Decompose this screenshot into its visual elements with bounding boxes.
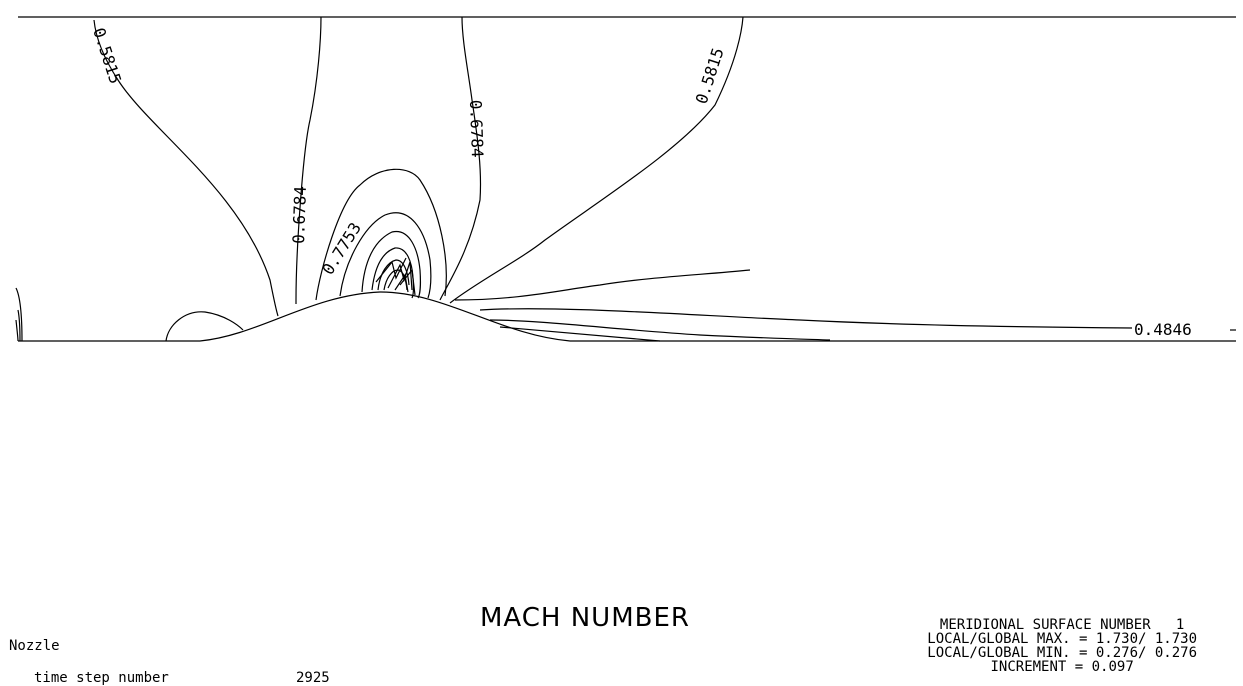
label-0-6784-left: 0.6784 (289, 186, 310, 244)
contour-wake-2 (479, 308, 1133, 329)
mach-contour-plot: 0.5815 0.5815 0.6784 0.6784 0.7753 0.484… (15, 16, 1236, 342)
contour-0-5815-left (93, 19, 279, 317)
summary-max: LOCAL/GLOBAL MAX. = 1.730/ 1.730 (927, 631, 1197, 647)
time-step-value: 2925 (296, 670, 330, 686)
contour-wake-1 (454, 269, 751, 301)
contour-0-6784-left (295, 16, 322, 304)
shock-cluster (375, 257, 416, 296)
time-step-label: time step number (34, 670, 169, 686)
contour-0-7753 (315, 168, 447, 301)
summary-surface: MERIDIONAL SURFACE NUMBER 1 (939, 617, 1185, 633)
case-name: Nozzle (9, 638, 60, 654)
contour-wake-3 (489, 319, 831, 341)
contour-0-5815-right (449, 16, 744, 304)
label-0-5815-right: 0.5815 (692, 45, 728, 106)
contour-inner-3 (371, 247, 415, 299)
contour-foot-bubble (165, 311, 244, 342)
contour-inner-2 (361, 231, 421, 299)
label-0-5815-left: 0.5815 (89, 25, 125, 86)
plot-title: MACH NUMBER (480, 603, 690, 633)
summary-increment: INCREMENT = 0.097 (990, 659, 1134, 675)
label-0-6784-center: 0.6784 (466, 99, 487, 157)
label-0-4846-outlet: 0.4846 (1134, 320, 1192, 339)
summary-min: LOCAL/GLOBAL MIN. = 0.276/ 0.276 (927, 645, 1197, 661)
contour-0-6784-center (439, 16, 482, 301)
contour-wake-4 (499, 326, 661, 342)
inlet-contours (15, 287, 23, 342)
summary-block: MERIDIONAL SURFACE NUMBER 1 LOCAL/GLOBAL… (927, 618, 1197, 674)
label-0-7753: 0.7753 (318, 219, 365, 278)
contour-inner-1 (339, 212, 432, 299)
bump-wall (199, 291, 571, 342)
